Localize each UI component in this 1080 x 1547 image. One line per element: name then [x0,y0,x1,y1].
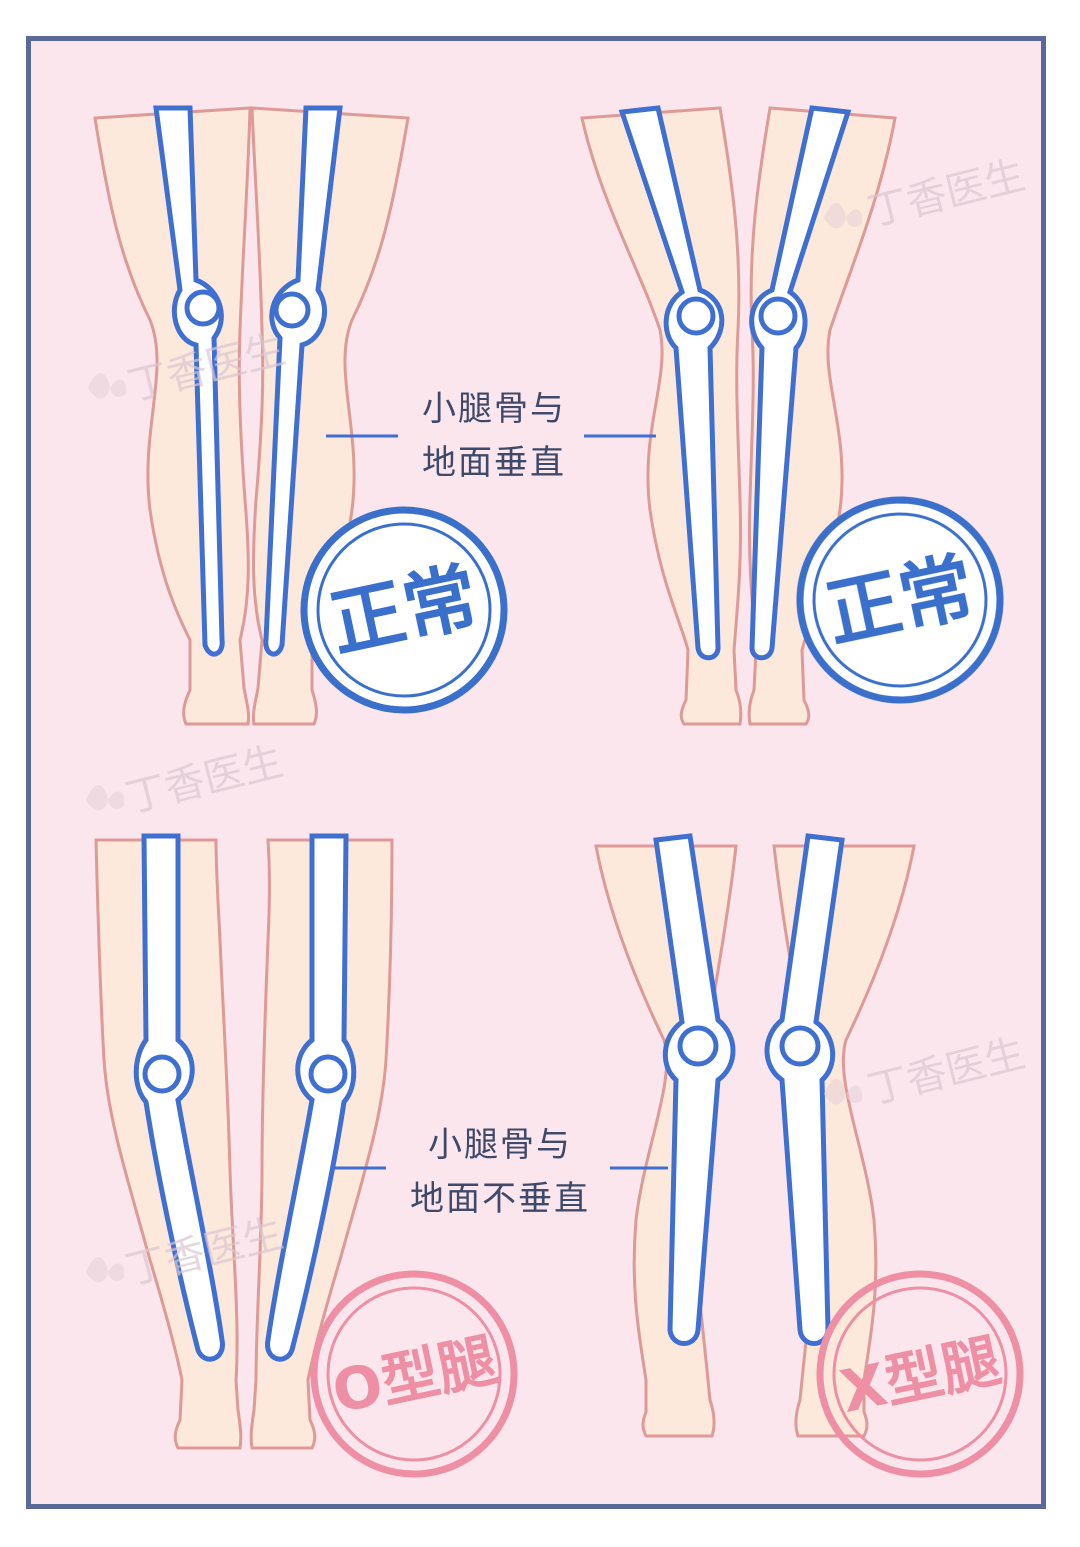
caption-line: 小腿骨与 [422,389,566,429]
panel-top-right [580,105,897,726]
watermark: 丁香医生 [121,738,287,821]
bone [263,105,343,657]
leg-skin [250,106,410,726]
bone [133,833,225,1362]
stamp-label: O型腿 [326,1326,502,1427]
bone [764,833,845,1346]
bone [618,105,725,661]
watermark: 丁香医生 [863,152,1029,235]
caption-line: 地面不垂直 [410,1179,590,1219]
kneecap [676,296,716,336]
panel-bottom-left [94,833,394,1450]
panel-top-left [93,105,410,726]
kneecap [142,1054,182,1094]
watermark: 丁香医生 [863,1030,1029,1113]
bone [265,833,357,1362]
caption-line: 地面垂直 [422,443,566,483]
caption-line: 小腿骨与 [428,1125,572,1165]
bone [749,105,852,661]
stamp-normal-left: 正常 [300,506,508,714]
panel-bottom-right [594,833,916,1438]
bone [653,833,736,1346]
stamp-normal-right: 正常 [796,496,1004,704]
kneecap [779,1025,821,1067]
kneecap [308,1054,348,1094]
caption-perpendicular: 小腿骨与 地面垂直 [404,382,584,490]
caption-not-perpendicular: 小腿骨与 地面不垂直 [390,1118,610,1226]
kneecap [677,1025,719,1067]
kneecap [758,296,798,336]
watermark-icon [86,203,863,1283]
kneecap [273,291,311,329]
kneecap [184,289,222,327]
